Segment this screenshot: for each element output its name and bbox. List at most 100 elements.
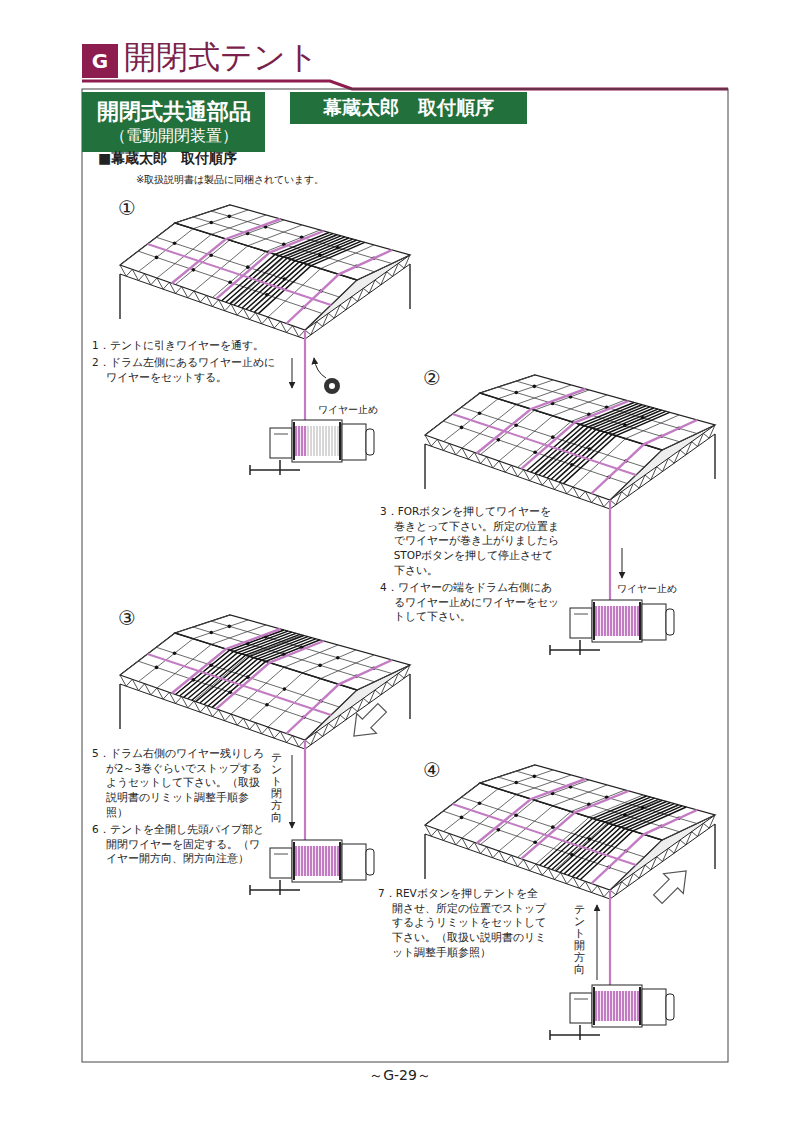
roof-joint — [551, 825, 555, 829]
pull-wire — [453, 804, 637, 865]
folded-sheet — [576, 806, 682, 878]
truss — [425, 435, 610, 507]
roof-joint — [192, 268, 196, 272]
roof-joint — [623, 814, 627, 818]
winding-drum — [550, 600, 674, 655]
drum-coil — [298, 426, 300, 456]
tent-illustration — [120, 205, 410, 339]
roof-joint — [265, 703, 269, 707]
pull-wire — [172, 219, 281, 283]
motor — [642, 604, 666, 640]
drum-base — [549, 1030, 551, 1040]
roof-joint — [246, 675, 250, 679]
drum-coil — [323, 426, 324, 456]
folded-sheet — [548, 798, 655, 868]
folded-sheet — [200, 637, 308, 703]
roof-joint — [533, 841, 537, 845]
roof-joint — [336, 246, 340, 250]
roof-joint — [641, 806, 645, 810]
direction-arrow — [292, 755, 293, 828]
roof-joint — [514, 391, 518, 395]
direction-arrow — [292, 358, 293, 388]
control-box — [270, 848, 292, 878]
drum-frame — [592, 985, 642, 1027]
drum-flange — [293, 422, 295, 460]
roof-joint — [209, 253, 213, 257]
drum-base — [250, 889, 300, 891]
drum-coil — [337, 846, 339, 876]
folded-sheet — [531, 404, 638, 473]
step-note: 6．テントを全開し先頭パイプ部と開閉ワイヤーを固定する。（ワイヤー開方向、閉方向… — [92, 822, 264, 866]
control-box — [574, 614, 588, 615]
pull-wire — [521, 401, 628, 469]
drum-coil — [616, 991, 618, 1021]
drum-flange — [639, 987, 641, 1025]
drum-coil — [610, 606, 612, 636]
drum-coil — [613, 991, 615, 1021]
motor — [666, 994, 674, 1020]
direction-label: テント開方向 — [574, 904, 585, 977]
roof-joint — [641, 416, 645, 420]
motor — [642, 989, 666, 1025]
drum-coil — [308, 426, 309, 456]
drum-coil — [328, 846, 330, 876]
drum-coil — [298, 846, 300, 876]
roof-joint — [155, 666, 159, 670]
drum-base — [579, 1025, 581, 1040]
tent-leg — [119, 274, 121, 319]
drum-coil — [598, 606, 600, 636]
box-title: 開閉式共通部品 — [97, 98, 251, 126]
drum-coil — [335, 426, 336, 456]
folded-sheet — [547, 408, 654, 478]
winding-drum — [250, 840, 374, 895]
motor — [342, 844, 366, 880]
pull-wire — [287, 250, 393, 324]
roof-joint — [209, 221, 213, 225]
roof-joint — [533, 775, 537, 779]
roof-joint — [478, 801, 482, 805]
drum-coil — [619, 606, 621, 636]
wire-spool — [329, 383, 335, 389]
tent-leg — [409, 674, 411, 719]
drum-coil — [307, 846, 309, 876]
folded-sheet — [543, 407, 650, 477]
truss — [305, 255, 410, 335]
drum-coil — [295, 846, 297, 876]
drum-coil — [625, 606, 627, 636]
roof-joint — [514, 813, 518, 817]
drum-flange — [339, 422, 341, 460]
roof-joint — [497, 438, 501, 442]
direction-label: テント閉方向 — [271, 752, 282, 825]
folded-sheet — [564, 803, 670, 874]
note-label: ～G-29～ — [0, 1066, 800, 1086]
tent-leg — [714, 434, 716, 479]
page-frame — [82, 89, 728, 1062]
folded-sheet — [184, 632, 292, 697]
control-box — [574, 999, 588, 1000]
control-box — [274, 854, 288, 855]
step-note: 4．ワイヤーの端をドラム右側にあるワイヤー止めにワイヤーをセットして下さい。 — [380, 580, 562, 624]
step-number: ① — [118, 196, 136, 220]
drum-coil — [311, 426, 312, 456]
folded-sheet — [230, 235, 337, 304]
pull-wire — [148, 244, 332, 305]
direction-arrow — [648, 861, 696, 909]
drum-flange — [639, 602, 641, 640]
drum-coil — [628, 606, 630, 636]
control-box — [570, 993, 592, 1023]
note-label: ※取扱説明書は製品に同梱されています。 — [136, 174, 324, 186]
folded-sheet — [535, 405, 642, 474]
motor — [366, 429, 374, 455]
pull-wire — [216, 231, 323, 299]
drum-coil — [622, 991, 624, 1021]
roof-ridge — [480, 783, 662, 840]
folded-sheet — [238, 237, 345, 307]
pull-wire — [521, 791, 628, 859]
step-number: ④ — [423, 758, 441, 782]
drum-frame — [592, 600, 642, 642]
pull-wire — [304, 740, 306, 840]
drum-coil — [634, 606, 636, 636]
roof-joint — [588, 837, 592, 841]
folded-sheet — [246, 239, 353, 309]
drum-base — [550, 1034, 600, 1036]
